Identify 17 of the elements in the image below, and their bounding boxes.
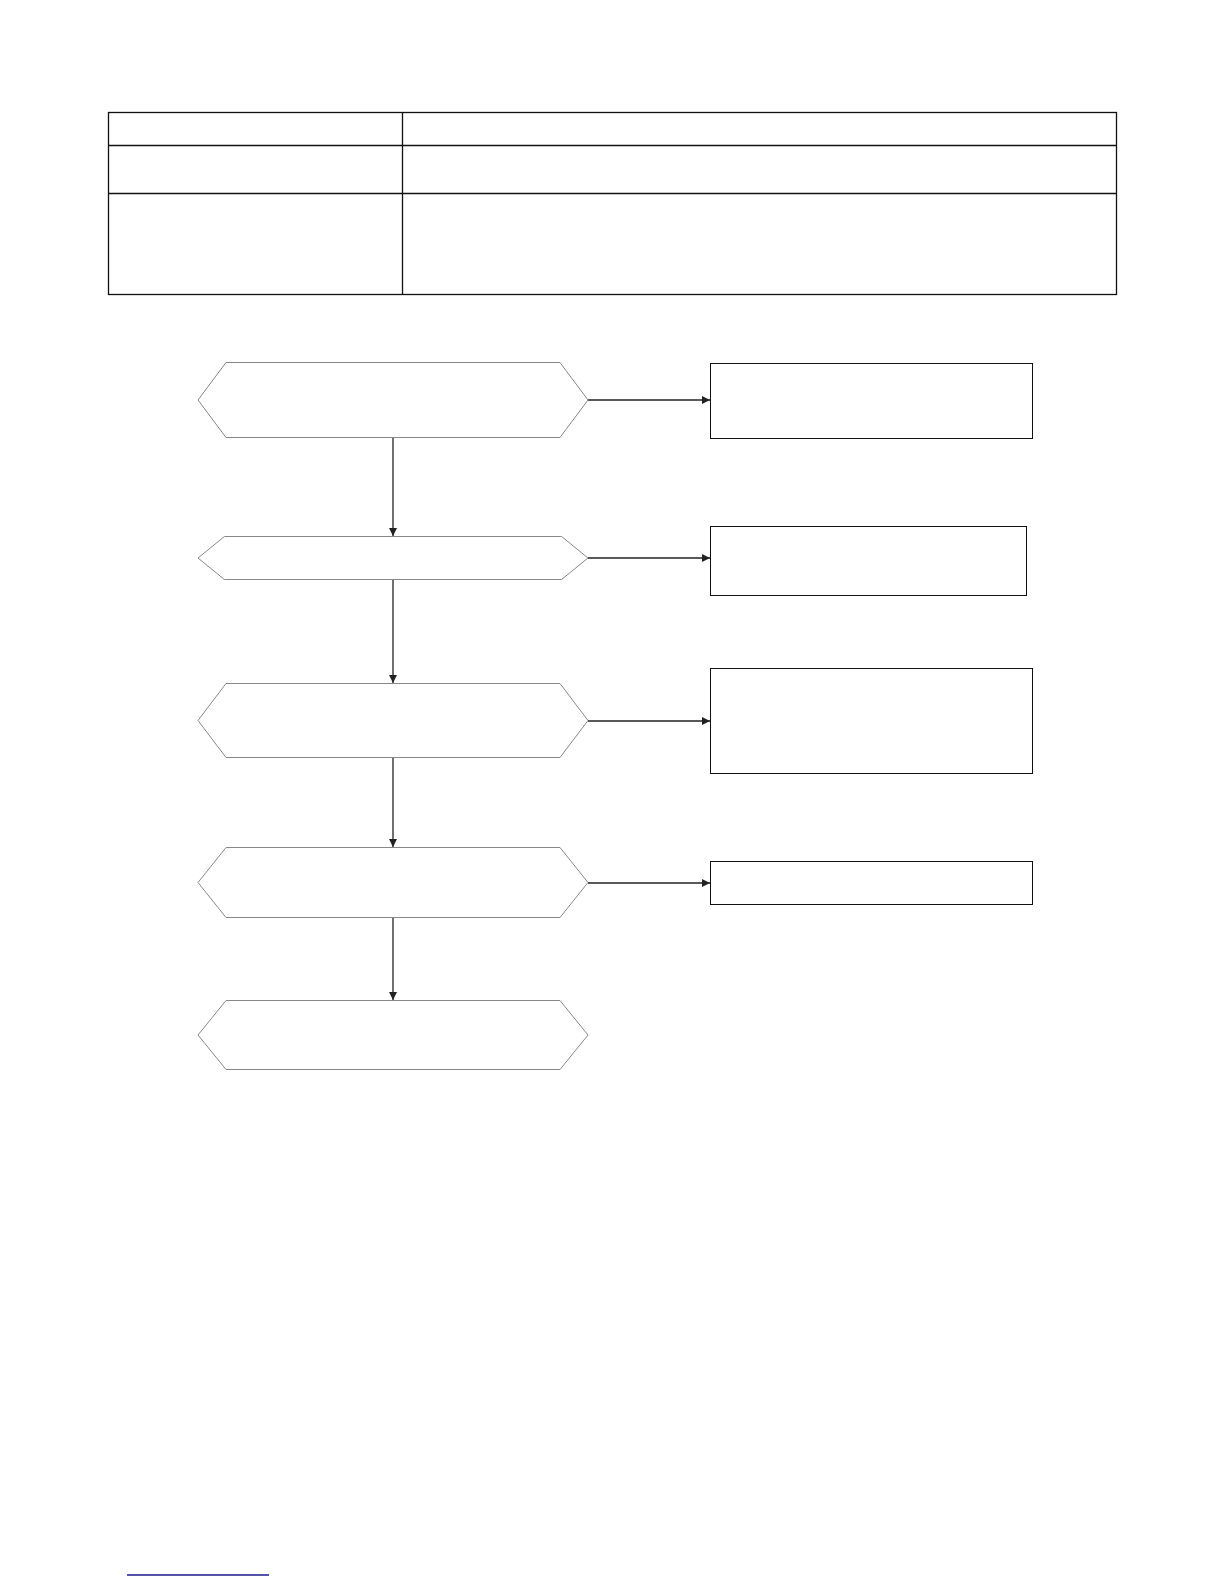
hexagon-shape [198,362,588,438]
arrow [389,757,397,848]
arrow [587,879,711,887]
process-box [710,526,1027,596]
hexagon-shape [198,1000,588,1070]
arrow [587,717,711,725]
arrow [587,554,711,562]
hexagon-shape [198,683,588,758]
arrow [389,917,397,1001]
process-box [710,861,1033,905]
process-box [710,363,1033,439]
process-box [710,668,1033,774]
arrow [389,437,397,537]
arrow [389,579,397,684]
hexagon-shape [198,847,588,918]
arrow [587,396,711,404]
hexagon-shape [198,536,588,580]
